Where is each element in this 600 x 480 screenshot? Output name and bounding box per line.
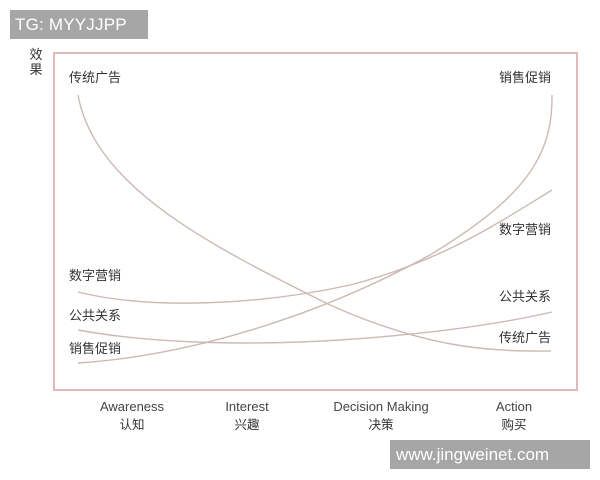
- label-left-digital-marketing: 数字营销: [69, 269, 122, 284]
- x-tick-awareness: Awareness 认知: [100, 398, 164, 434]
- x-tick-en: Decision Making: [333, 399, 429, 414]
- x-tick-en: Interest: [225, 399, 269, 414]
- curve-digital-marketing: [77, 189, 553, 304]
- x-tick-en: Action: [495, 399, 533, 414]
- label-right-sales-promotion: 销售促销: [499, 71, 552, 86]
- curve-sales-promotion: [77, 94, 553, 364]
- label-left-public-relations: 公共关系: [69, 309, 122, 324]
- x-tick-zh: 决策: [368, 417, 394, 432]
- x-tick-en: Awareness: [99, 399, 165, 414]
- watermark-top: TG: MYYJJPP: [10, 10, 148, 39]
- curve-traditional-ads: [77, 94, 552, 352]
- watermark-bottom: www.jingweinet.com: [390, 440, 590, 469]
- label-left-traditional-ads: 传统广告: [69, 71, 122, 86]
- label-right-traditional-ads: 传统广告: [499, 331, 552, 346]
- x-tick-interest: Interest 兴趣: [225, 398, 268, 434]
- chart-frame: [53, 52, 578, 391]
- x-tick-zh: 购买: [501, 417, 527, 432]
- x-tick-decision-making: Decision Making 决策: [333, 398, 428, 434]
- label-left-sales-promotion: 销售促销: [69, 342, 122, 357]
- label-right-public-relations: 公共关系: [499, 290, 552, 305]
- x-tick-zh: 兴趣: [234, 417, 260, 432]
- x-tick-zh: 认知: [119, 417, 145, 432]
- curve-public-relations: [77, 311, 553, 344]
- y-axis-label: 效果: [29, 48, 43, 78]
- x-tick-action: Action 购买: [496, 398, 532, 434]
- label-right-digital-marketing: 数字营销: [499, 223, 552, 238]
